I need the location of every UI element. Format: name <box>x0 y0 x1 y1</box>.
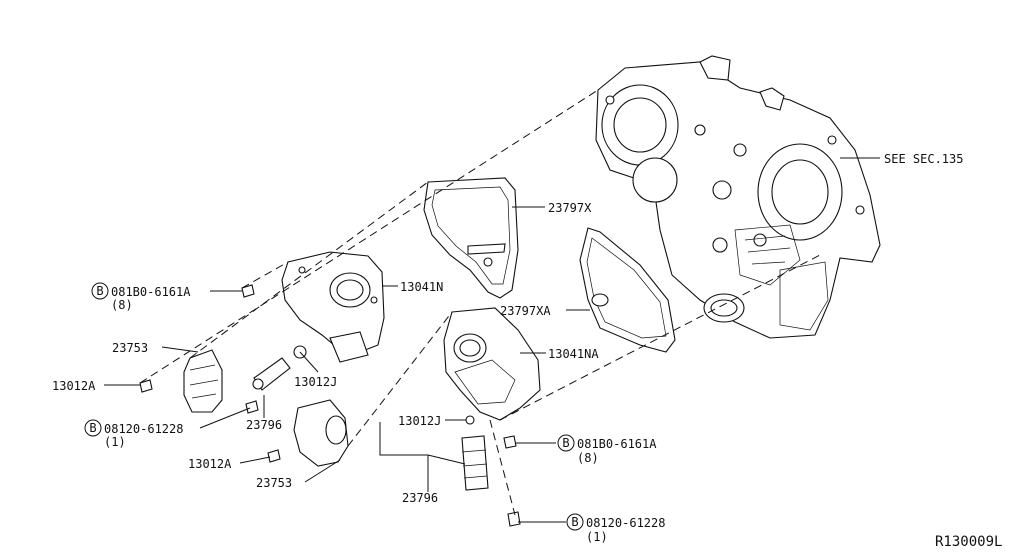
label-13041na: 13041NA <box>548 347 599 361</box>
engine-front-block <box>595 55 881 339</box>
label-bolt-top-left-qty: (8) <box>111 298 133 312</box>
label-bolt-mid-right-qty: (8) <box>577 451 599 465</box>
cover-13041na <box>443 307 541 421</box>
b-marker-text: B <box>96 284 103 298</box>
label-bolt-mid-right: 081B0-6161A <box>577 437 657 451</box>
label-bolt-small-bottom-qty: (1) <box>586 530 608 544</box>
b-marker-mid-right: B <box>557 434 575 452</box>
control-valve-lower <box>461 435 489 491</box>
label-sensor-lower: 23753 <box>256 476 292 490</box>
drawing-number: R130009L <box>935 534 1002 550</box>
cover-13041n <box>281 251 385 363</box>
label-bolt-small-left-qty: (1) <box>104 435 126 449</box>
gasket-23797x <box>423 177 519 299</box>
label-oring-upper: 13012J <box>294 375 337 389</box>
control-valve-upper <box>252 357 291 391</box>
label-sensor-upper: 23753 <box>112 341 148 355</box>
leader-lines <box>104 157 880 523</box>
b-marker-text: B <box>89 421 96 435</box>
b-marker-top-left: B <box>91 282 109 300</box>
cam-position-sensor-lower <box>293 399 349 467</box>
label-23797x: 23797X <box>548 201 592 215</box>
label-23797xa: 23797XA <box>500 304 551 318</box>
cam-position-sensor-upper <box>183 349 223 413</box>
label-oring-lower: 13012J <box>398 414 441 428</box>
label-13041n: 13041N <box>400 280 443 294</box>
label-bolt-a-lower: 13012A <box>188 457 232 471</box>
label-bolt-a-upper: 13012A <box>52 379 96 393</box>
b-marker-bottom: B <box>566 513 584 531</box>
b-marker-text: B <box>562 436 569 450</box>
b-marker-text: B <box>571 515 578 529</box>
gasket-23797xa <box>579 227 676 353</box>
label-bolt-small-left: 08120-61228 <box>104 422 183 436</box>
b-marker-left: B <box>84 419 102 437</box>
label-valve-lower: 23796 <box>402 491 438 505</box>
label-see-sec: SEE SEC.135 <box>884 152 963 166</box>
label-bolt-top-left: 081B0-6161A <box>111 285 191 299</box>
label-valve-upper: 23796 <box>246 418 282 432</box>
assembly-lines <box>139 89 821 516</box>
label-bolt-small-bottom: 08120-61228 <box>586 516 665 530</box>
